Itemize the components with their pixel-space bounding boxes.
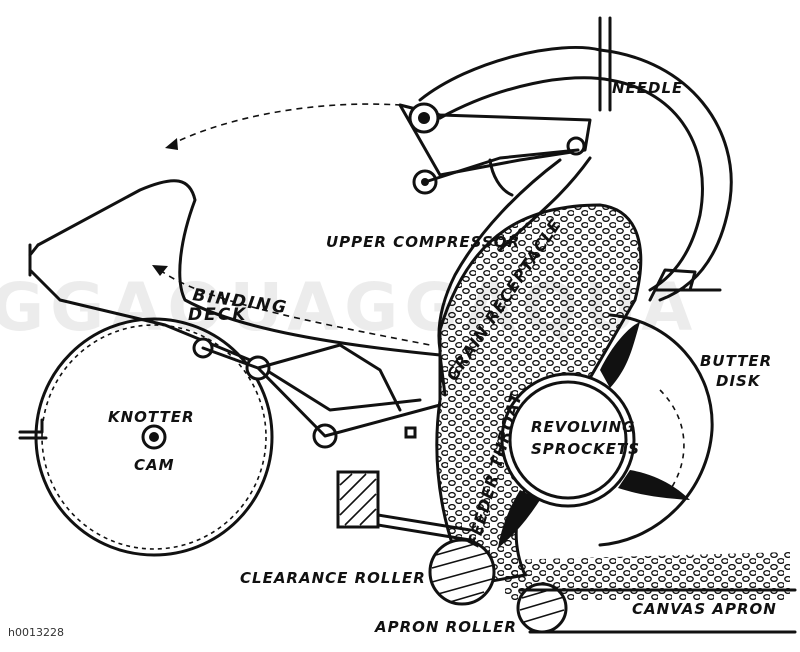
label-revolving-sprockets-1: REVOLVING [531, 418, 635, 436]
clearance-roller-hatch [431, 542, 495, 603]
needle-shaft [598, 16, 612, 112]
compressor-block-hatch [339, 473, 377, 526]
trip-lever [648, 268, 722, 302]
butter-disk-inner [659, 389, 685, 491]
label-revolving-sprockets-2: SPROCKETS [531, 440, 640, 458]
label-knotter-cam-2: CAM [134, 456, 175, 474]
revolving-sprockets-inner [508, 380, 628, 500]
label-knotter-cam-1: KNOTTER [108, 408, 195, 426]
sprocket-tooth-3 [498, 490, 540, 548]
binding-deck-front [28, 243, 40, 277]
label-binding-deck-2: DECK [188, 305, 247, 325]
label-needle: NEEDLE [612, 79, 683, 97]
linkage-block [404, 426, 417, 439]
label-canvas-apron: CANVAS APRON [632, 600, 777, 618]
knotter-cam-hub-center [149, 432, 159, 442]
label-upper-compressor: UPPER COMPRESSOR [326, 233, 520, 251]
clearance-roller [428, 538, 496, 606]
needle-arm-inner [438, 76, 704, 292]
label-clearance-roller: CLEARANCE ROLLER [240, 569, 426, 587]
sprocket-tooth-2 [618, 470, 690, 500]
compressor-link [423, 148, 580, 197]
needle-pivot-hub [418, 112, 430, 124]
revolving-sprockets-wheel [500, 372, 636, 508]
upper-compressor-arm-2 [498, 156, 592, 252]
knotter-cam-stand [18, 418, 48, 440]
needle-arm [418, 46, 733, 302]
deck-arrow-dashed [159, 269, 431, 346]
compressor-block-arm [376, 513, 472, 542]
image-code: h0013228 [8, 626, 64, 639]
deck-arrow-head [152, 265, 168, 276]
label-butter-disk-2: DISK [716, 372, 761, 390]
label-apron-roller: APRON ROLLER [374, 618, 517, 636]
watermark-text: GGAQUAGGAQUA [0, 269, 698, 346]
needle-swing-arc [169, 103, 401, 146]
needle-bracket [398, 103, 592, 177]
sprocket-tooth-1 [600, 322, 640, 388]
grain-on-apron [505, 552, 790, 600]
binding-deck [36, 179, 447, 397]
needle-swing-arrowhead [165, 138, 178, 150]
linkage-bar [201, 343, 442, 438]
upper-compressor-arm [437, 158, 562, 352]
butter-disk [598, 313, 714, 547]
label-butter-disk-1: BUTTER [700, 352, 772, 370]
knotter-cam-rim [41, 324, 267, 550]
